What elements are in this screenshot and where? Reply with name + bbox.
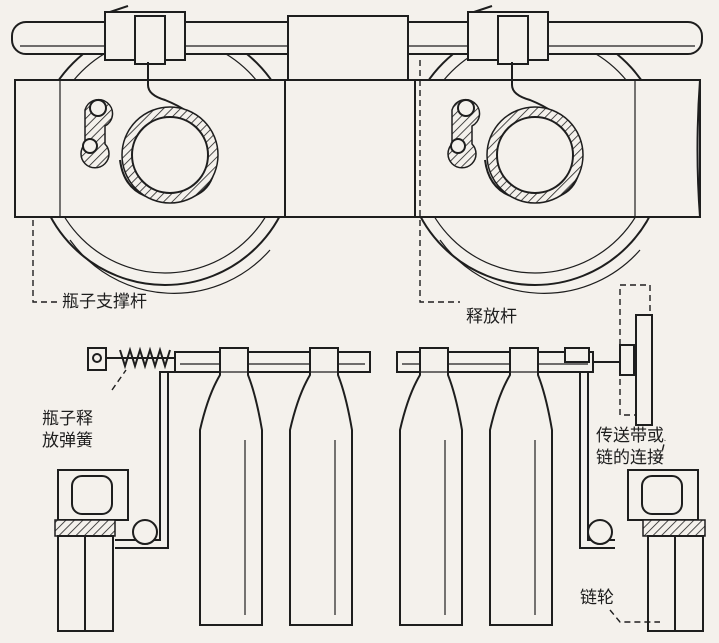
label-conveyor-connection-line2: 链的连接 [596,448,664,468]
bottle-1 [199,347,263,626]
left-clamp [104,5,217,202]
right-hub [447,98,584,204]
label-bottle-support-rod: 瓶子支撑杆 [62,292,147,312]
bottom-view [54,284,706,632]
label-release-rod: 释放杆 [466,307,517,327]
bottle-4 [489,347,553,626]
label-release-spring-line1: 瓶子释 [42,409,93,429]
support-rod-leader [32,220,60,303]
top-view [11,5,703,303]
left-hub [80,98,219,204]
coupling-block [287,15,409,81]
label-release-spring-line2: 放弹簧 [42,431,93,451]
label-sprocket: 链轮 [580,588,614,608]
release-rod-leader [419,60,460,303]
conveyor-link [619,284,653,426]
right-sprocket-block [627,469,706,632]
spring-leader [111,369,127,391]
conveyor-leader [659,439,666,461]
left-sprocket-block [54,469,129,632]
label-conveyor-connection-line1: 传送带或 [596,426,664,446]
bottle-2 [289,347,353,626]
right-clamp [467,5,582,202]
bottle-3 [399,347,463,626]
sprocket-leader [609,609,660,623]
frame-body [14,79,701,218]
